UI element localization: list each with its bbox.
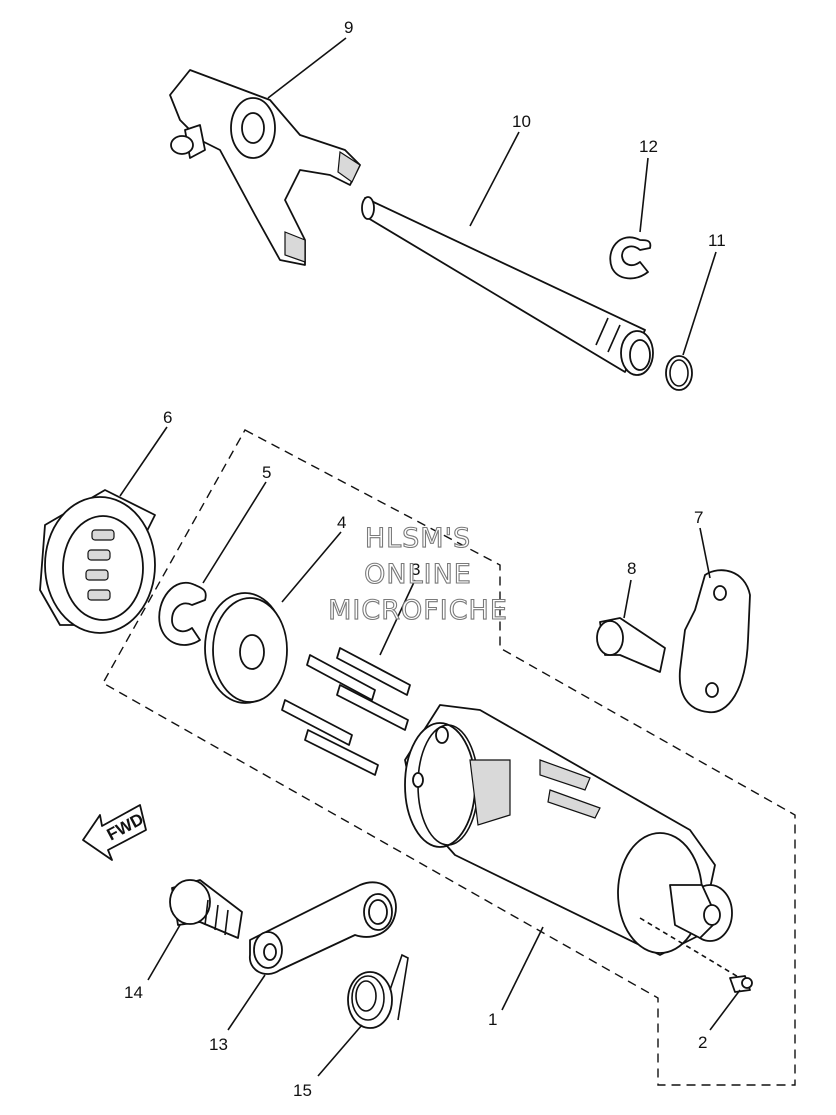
shift-drum xyxy=(404,704,733,956)
watermark-line-2: ONLINE xyxy=(364,559,472,590)
bearing xyxy=(39,489,156,634)
label-13: 13 xyxy=(209,1035,228,1054)
label-11: 11 xyxy=(708,231,726,250)
torsion-spring xyxy=(347,953,409,1029)
label-6: 6 xyxy=(163,408,172,427)
watermark-line-3: MICROFICHE xyxy=(328,595,508,626)
stopper-lever xyxy=(249,881,397,975)
pins xyxy=(281,647,411,776)
label-9: 9 xyxy=(344,18,353,37)
circlip-12 xyxy=(609,236,652,280)
label-14: 14 xyxy=(124,983,143,1002)
label-3: 3 xyxy=(411,560,420,579)
assembly-boundary xyxy=(102,429,796,1086)
fwd-arrow: FWD xyxy=(82,804,147,861)
bolt-14 xyxy=(169,879,243,939)
label-8: 8 xyxy=(627,559,636,578)
shift-fork xyxy=(169,69,361,266)
leader-lines xyxy=(119,37,741,1077)
label-10: 10 xyxy=(512,112,531,131)
label-7: 7 xyxy=(694,508,703,527)
label-2: 2 xyxy=(698,1033,707,1052)
watermark: HLSM'S ONLINE MICROFICHE xyxy=(328,522,508,626)
watermark-line-1: HLSM'S xyxy=(365,523,471,554)
guide-bar xyxy=(361,196,654,376)
label-1: 1 xyxy=(488,1010,497,1029)
drum-pin xyxy=(639,917,753,993)
label-12: 12 xyxy=(639,137,658,156)
label-4: 4 xyxy=(337,513,346,532)
label-5: 5 xyxy=(262,463,271,482)
segment-plate xyxy=(678,569,751,714)
label-15: 15 xyxy=(293,1081,312,1100)
screw-8 xyxy=(596,617,666,673)
washer xyxy=(204,592,288,704)
circlip-5 xyxy=(158,582,207,646)
